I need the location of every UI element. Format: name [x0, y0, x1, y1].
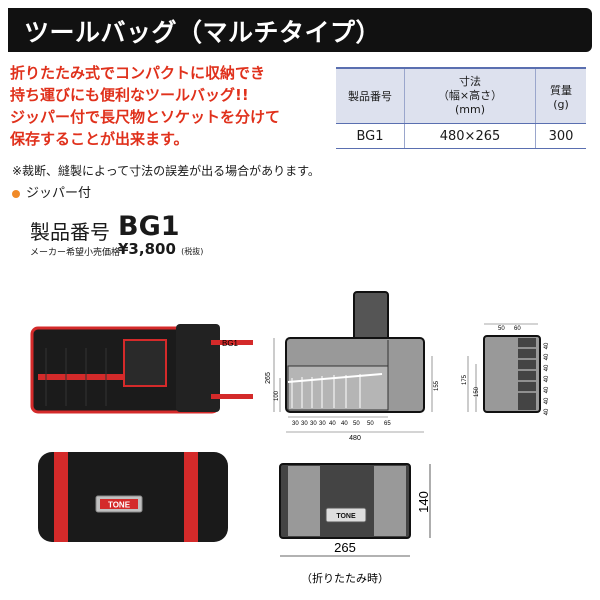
spec-header-product: 製品番号: [336, 67, 405, 124]
folded-height: 140: [416, 491, 431, 513]
side-top-50: 50: [498, 326, 505, 332]
price-label: メーカー希望小売価格: [30, 248, 121, 258]
socket-size: 40: [544, 375, 550, 382]
socket-size: 40: [544, 408, 550, 415]
socket-size: 40: [544, 364, 550, 371]
feature-label: ジッパー付: [26, 186, 92, 201]
folded-caption: （折りたたみ時）: [301, 571, 389, 585]
lead-text: 折りたたみ式でコンパクトに収納でき 持ち運びにも便利なツールバッグ!! ジッパー…: [10, 62, 330, 150]
spec-header-weight: 質量 (g): [535, 67, 586, 124]
lead-line: 保存することが出来ます。: [10, 130, 189, 148]
title-bar: ツールバッグ（マルチタイプ）: [8, 8, 592, 52]
pocket-width: 50: [353, 421, 360, 427]
socket-size: 40: [544, 397, 550, 404]
dim-100: 100: [274, 390, 280, 401]
pocket-width: 30: [301, 421, 308, 427]
socket-size: 40: [544, 353, 550, 360]
spec-cell-product: BG1: [336, 123, 405, 149]
disclaimer-note: ※裁断、縫製によって寸法の誤差が出る場合があります。: [12, 164, 320, 178]
dim-155: 155: [434, 380, 440, 391]
socket-size: 40: [544, 342, 550, 349]
price-value: ¥3,800: [118, 240, 176, 258]
lead-line: 持ち運びにも便利なツールバッグ!!: [10, 86, 249, 104]
open-bag-photo: [30, 324, 253, 414]
rolled-bag-photo: TONE: [38, 452, 228, 542]
pocket-width: 30: [310, 421, 317, 427]
pocket-width: 30: [292, 421, 299, 427]
side-section-drawing: 50 60 175 150 40 40 40 40 40 40 40: [462, 323, 550, 415]
lead-line: 折りたたみ式でコンパクトに収納でき: [10, 64, 266, 82]
pocket-width: 50: [367, 421, 374, 427]
bullet-icon: [12, 189, 20, 198]
product-number-label: 製品番号: [30, 220, 110, 244]
product-number: BG1: [118, 211, 180, 242]
pocket-width: 65: [384, 421, 391, 427]
price-tax: (税抜): [181, 247, 204, 256]
side-top-60: 60: [514, 326, 521, 332]
side-height-175: 175: [462, 374, 468, 385]
open-layout-drawing: BG1 265 100 155 30 30 30 30 40 40 50 50 …: [222, 291, 440, 442]
pocket-width: 40: [341, 421, 348, 427]
folded-brand-logo: TONE: [336, 513, 356, 520]
socket-size: 40: [544, 386, 550, 393]
folded-drawing: TONE 265 140 （折りたたみ時）: [279, 463, 431, 585]
dim-480: 480: [349, 435, 361, 442]
lead-line: ジッパー付で長尺物とソケットを分けて: [10, 108, 281, 126]
page-title: ツールバッグ（マルチタイプ）: [24, 18, 382, 47]
bg1-label: BG1: [222, 339, 239, 348]
pocket-width: 30: [319, 421, 326, 427]
price: ¥3,800 (税抜): [118, 240, 203, 258]
pocket-width: 40: [329, 421, 336, 427]
spec-cell-weight: 300: [535, 123, 586, 149]
spec-table: 製品番号 寸法 （幅×高さ） (mm) 質量 (g) BG1 480×265 3…: [336, 67, 586, 149]
feature-item: ジッパー付: [12, 182, 91, 201]
folded-width: 265: [334, 540, 356, 555]
side-height-150: 150: [474, 386, 480, 397]
spec-cell-dimensions: 480×265: [404, 123, 536, 149]
brand-logo: TONE: [108, 501, 131, 510]
dim-265: 265: [265, 372, 272, 384]
spec-header-dimensions: 寸法 （幅×高さ） (mm): [404, 67, 536, 124]
